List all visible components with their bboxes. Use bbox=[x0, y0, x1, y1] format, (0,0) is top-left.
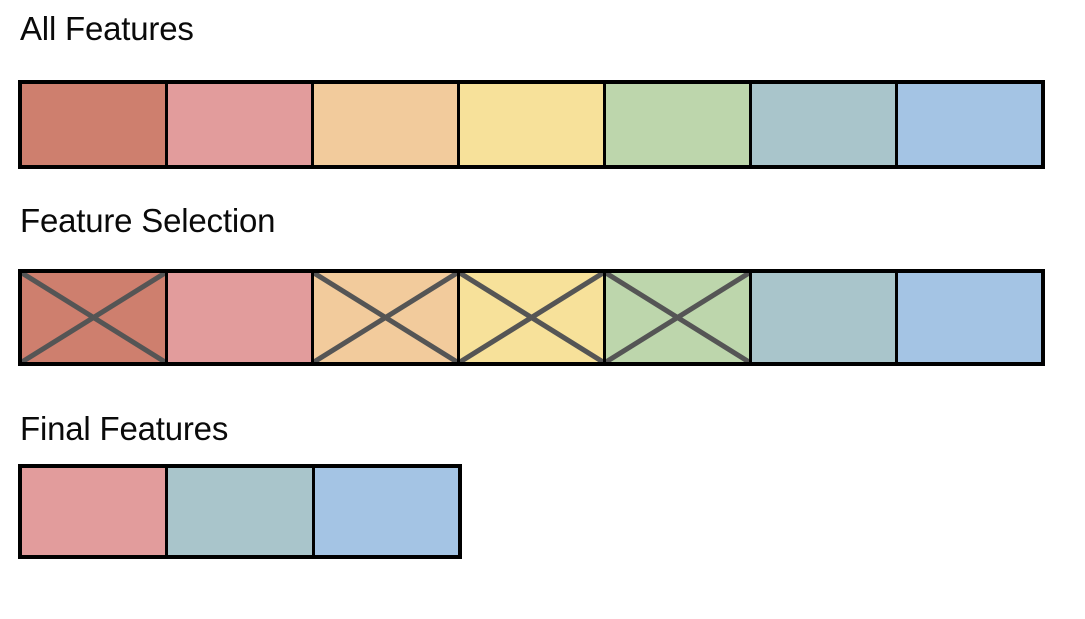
feature-cell-feature-1[interactable] bbox=[22, 273, 168, 362]
feature-selection-bar bbox=[18, 269, 1045, 366]
feature-cell-feature-4[interactable] bbox=[460, 84, 606, 165]
cross-out-icon bbox=[314, 273, 457, 362]
feature-cell-feature-7[interactable] bbox=[898, 84, 1041, 165]
feature-cell-feature-2[interactable] bbox=[168, 84, 314, 165]
feature-cell-feature-2[interactable] bbox=[22, 468, 169, 555]
feature-cell-feature-1[interactable] bbox=[22, 84, 168, 165]
feature-cell-feature-4[interactable] bbox=[460, 273, 606, 362]
feature-cell-feature-6[interactable] bbox=[752, 84, 898, 165]
cross-out-icon bbox=[22, 273, 165, 362]
cross-out-icon bbox=[606, 273, 749, 362]
all-features-bar bbox=[18, 80, 1045, 169]
feature-selection-title: Feature Selection bbox=[20, 202, 276, 239]
feature-cell-feature-6[interactable] bbox=[752, 273, 898, 362]
feature-cell-feature-5[interactable] bbox=[606, 273, 752, 362]
feature-cell-feature-5[interactable] bbox=[606, 84, 752, 165]
feature-cell-feature-3[interactable] bbox=[314, 84, 460, 165]
feature-cell-feature-7[interactable] bbox=[314, 468, 458, 555]
final-features-title: Final Features bbox=[20, 410, 229, 447]
feature-cell-feature-2[interactable] bbox=[168, 273, 314, 362]
cross-out-icon bbox=[460, 273, 603, 362]
feature-cell-feature-7[interactable] bbox=[898, 273, 1041, 362]
all-features-title: All Features bbox=[20, 10, 194, 47]
final-features-bar bbox=[18, 464, 462, 559]
feature-cell-feature-3[interactable] bbox=[314, 273, 460, 362]
feature-cell-feature-6[interactable] bbox=[168, 468, 315, 555]
